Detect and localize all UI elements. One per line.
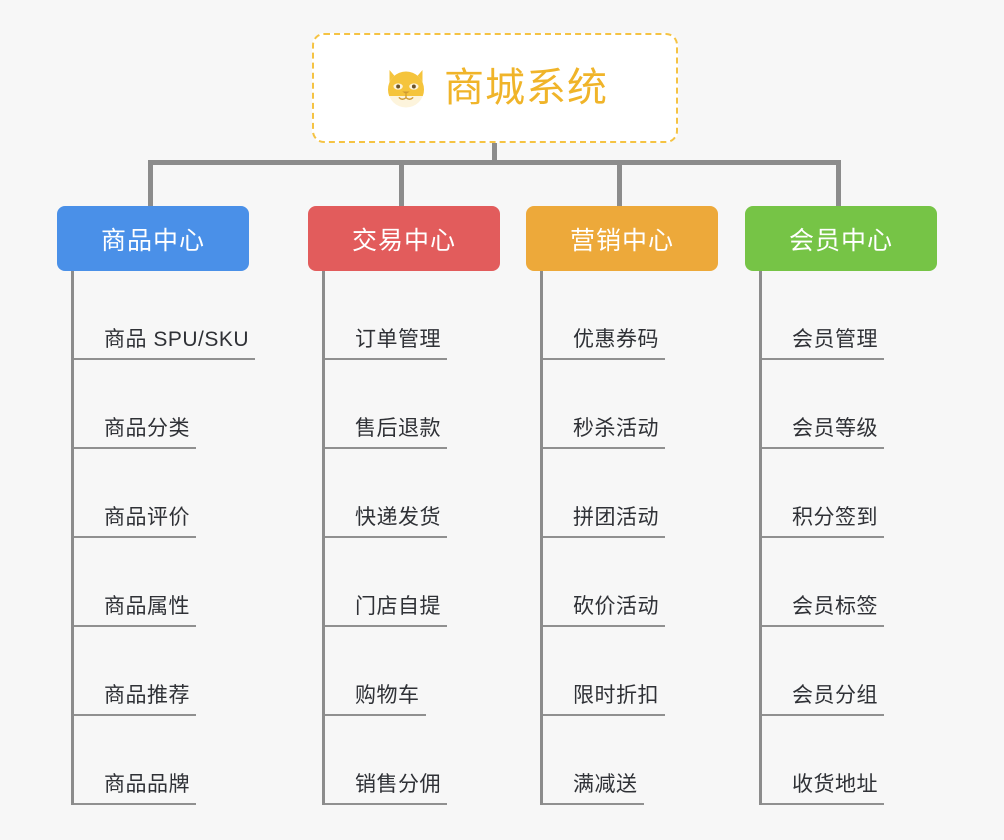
leaf-label: 拼团活动: [573, 506, 659, 529]
leaf-underline: [74, 447, 196, 449]
leaf-underline: [325, 358, 447, 360]
list-item[interactable]: 商品属性: [74, 538, 249, 627]
leaf-list-3: 优惠券码 秒杀活动 拼团活动 砍价活动 限时折扣 满减送: [540, 271, 718, 805]
leaf-label: 限时折扣: [573, 684, 659, 707]
list-item[interactable]: 会员标签: [762, 538, 937, 627]
list-item[interactable]: 拼团活动: [543, 449, 718, 538]
leaf-label: 商品推荐: [104, 684, 190, 707]
list-item[interactable]: 购物车: [325, 627, 500, 716]
leaf-underline: [762, 536, 884, 538]
connector-bar: [148, 160, 841, 165]
leaf-label: 销售分佣: [355, 773, 441, 796]
connector-drop-2: [399, 160, 404, 208]
leaf-label: 满减送: [573, 773, 638, 796]
list-item[interactable]: 商品评价: [74, 449, 249, 538]
leaf-underline: [762, 803, 884, 805]
leaf-label: 售后退款: [355, 417, 441, 440]
leaf-underline: [74, 803, 196, 805]
list-item[interactable]: 商品 SPU/SKU: [74, 271, 255, 360]
leaf-label: 会员等级: [792, 417, 878, 440]
leaf-label: 商品评价: [104, 506, 190, 529]
leaf-label: 会员管理: [792, 328, 878, 351]
leaf-label: 订单管理: [355, 328, 441, 351]
dog-face-icon: [388, 70, 424, 108]
leaf-label: 快递发货: [355, 506, 441, 529]
leaf-underline: [74, 536, 196, 538]
category-label-2: 交易中心: [351, 226, 456, 255]
leaf-label: 优惠券码: [573, 328, 659, 351]
list-item[interactable]: 会员分组: [762, 627, 937, 716]
list-item[interactable]: 销售分佣: [325, 716, 500, 805]
list-item[interactable]: 门店自提: [325, 538, 500, 627]
leaf-label: 门店自提: [355, 595, 441, 618]
category-label-3: 营销中心: [569, 226, 674, 255]
list-item[interactable]: 快递发货: [325, 449, 500, 538]
list-item[interactable]: 商品品牌: [74, 716, 249, 805]
leaf-label: 购物车: [355, 684, 420, 707]
leaf-underline: [543, 803, 644, 805]
leaf-list-1: 商品 SPU/SKU 商品分类 商品评价 商品属性 商品推荐 商品品牌: [71, 271, 255, 805]
leaf-underline: [543, 536, 665, 538]
leaf-underline: [74, 714, 196, 716]
leaf-label: 商品属性: [104, 595, 190, 618]
leaf-list-2: 订单管理 售后退款 快递发货 门店自提 购物车 销售分佣: [322, 271, 500, 805]
list-item[interactable]: 满减送: [543, 716, 718, 805]
leaf-label: 砍价活动: [573, 595, 659, 618]
leaf-underline: [762, 358, 884, 360]
leaf-underline: [762, 447, 884, 449]
category-header-2[interactable]: 交易中心: [308, 206, 500, 271]
leaf-underline: [325, 536, 447, 538]
list-item[interactable]: 限时折扣: [543, 627, 718, 716]
leaf-label: 会员分组: [792, 684, 878, 707]
leaf-underline: [543, 358, 665, 360]
connector-drop-4: [836, 160, 841, 208]
list-item[interactable]: 收货地址: [762, 716, 937, 805]
list-item[interactable]: 砍价活动: [543, 538, 718, 627]
branch-column-3: 营销中心 优惠券码 秒杀活动 拼团活动 砍价活动 限时折扣 满减送: [526, 206, 718, 805]
category-header-3[interactable]: 营销中心: [526, 206, 718, 271]
connector-stem: [492, 143, 497, 165]
category-header-4[interactable]: 会员中心: [745, 206, 937, 271]
leaf-underline: [325, 714, 426, 716]
leaf-underline: [762, 714, 884, 716]
list-item[interactable]: 优惠券码: [543, 271, 718, 360]
list-item[interactable]: 会员管理: [762, 271, 937, 360]
leaf-label: 积分签到: [792, 506, 878, 529]
category-header-1[interactable]: 商品中心: [57, 206, 249, 271]
connector-drop-3: [617, 160, 622, 208]
leaf-label: 商品分类: [104, 417, 190, 440]
leaf-label: 秒杀活动: [573, 417, 659, 440]
branch-column-1: 商品中心 商品 SPU/SKU 商品分类 商品评价 商品属性 商品推荐 商品品牌: [57, 206, 255, 805]
leaf-label: 商品品牌: [104, 773, 190, 796]
leaf-underline: [543, 447, 665, 449]
leaf-label: 收货地址: [792, 773, 878, 796]
branch-column-2: 交易中心 订单管理 售后退款 快递发货 门店自提 购物车 销售分佣: [308, 206, 500, 805]
root-node[interactable]: 商城系统: [312, 33, 678, 143]
root-title: 商城系统: [444, 66, 608, 110]
list-item[interactable]: 商品分类: [74, 360, 249, 449]
leaf-underline: [74, 358, 255, 360]
leaf-underline: [325, 803, 447, 805]
list-item[interactable]: 积分签到: [762, 449, 937, 538]
leaf-label: 会员标签: [792, 595, 878, 618]
list-item[interactable]: 商品推荐: [74, 627, 249, 716]
leaf-label: 商品 SPU/SKU: [104, 328, 250, 351]
list-item[interactable]: 会员等级: [762, 360, 937, 449]
leaf-underline: [543, 714, 665, 716]
leaf-underline: [762, 625, 884, 627]
list-item[interactable]: 售后退款: [325, 360, 500, 449]
branch-column-4: 会员中心 会员管理 会员等级 积分签到 会员标签 会员分组 收货地址: [745, 206, 937, 805]
category-label-1: 商品中心: [100, 226, 205, 255]
list-item[interactable]: 秒杀活动: [543, 360, 718, 449]
leaf-underline: [543, 625, 665, 627]
leaf-underline: [74, 625, 196, 627]
connector-drop-1: [148, 160, 153, 208]
leaf-list-4: 会员管理 会员等级 积分签到 会员标签 会员分组 收货地址: [759, 271, 937, 805]
list-item[interactable]: 订单管理: [325, 271, 500, 360]
leaf-underline: [325, 625, 447, 627]
leaf-underline: [325, 447, 447, 449]
category-label-4: 会员中心: [788, 226, 893, 255]
